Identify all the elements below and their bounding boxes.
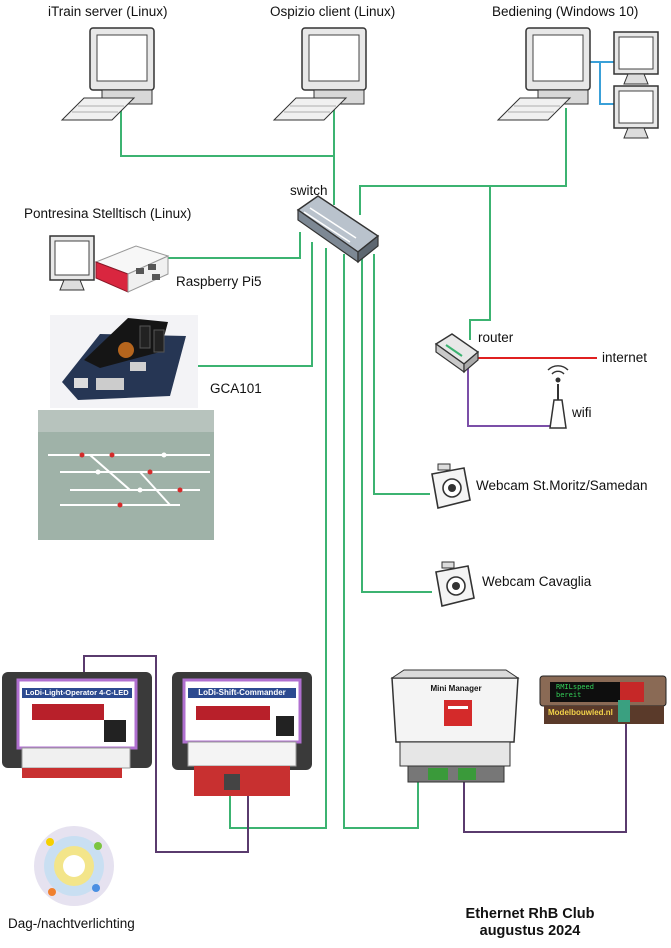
wifi-label: wifi: [572, 405, 592, 420]
router-label: router: [478, 330, 514, 345]
ospizio-computer-icon: [272, 27, 367, 121]
router-icon: [434, 333, 480, 374]
line-minimanager-switch: [343, 254, 419, 829]
line-wifi: [467, 368, 557, 427]
internet-label: internet: [602, 350, 648, 365]
bediening-label: Bediening (Windows 10): [492, 4, 639, 19]
wifi-antenna-icon: [547, 365, 569, 429]
led-strip-image: [34, 826, 114, 906]
line-router-switch: [469, 186, 491, 340]
webcam-st-moritz-icon: [431, 463, 471, 509]
raspberry-label: Raspberry Pi5: [176, 274, 262, 289]
bediening-computer-icon: [496, 27, 591, 121]
switch-label: switch: [290, 183, 328, 198]
lodi-shift-title: LoDi-Shift-Commander: [198, 688, 286, 697]
bus-lines: [83, 655, 627, 853]
mini-manager-device: [390, 669, 520, 783]
itrain-label: iTrain server (Linux): [48, 4, 168, 19]
lighting-label: Dag-/nachtverlichting: [8, 916, 135, 931]
gca101-board-image: [50, 315, 198, 408]
stelltisch-panel-image: [38, 410, 214, 540]
line-gca-switch: [198, 242, 313, 367]
pontresina-label: Pontresina Stelltisch (Linux): [24, 206, 192, 221]
line-pi-switch: [149, 232, 301, 259]
modelbouwled-display-device: [539, 675, 667, 724]
footer-line-1: Ethernet RhB Club: [465, 906, 595, 922]
line-bediening-router: [359, 108, 567, 215]
pontresina-monitor-icon: [49, 235, 95, 291]
lcd-display: RMILspeed bereit: [556, 683, 594, 699]
raspberry-pi-icon: [94, 245, 170, 293]
lcd-line-1: RMILspeed: [556, 683, 594, 691]
gca-label: GCA101: [210, 381, 262, 396]
line-webcam2-switch: [361, 254, 432, 593]
ethernet-lines: [120, 108, 567, 829]
line-light-shift-bus: [83, 655, 249, 853]
lodi-light-title: LoDi-Light-Operator 4-C-LED: [25, 688, 129, 697]
mini-manager-title: Mini Manager: [430, 684, 482, 693]
switch-icon: [296, 195, 380, 264]
extra-monitor-1-icon: [613, 31, 659, 85]
lcd-line-2: bereit: [556, 691, 582, 699]
line-shift-switch: [229, 248, 327, 829]
footer-line-2: augustus 2024: [479, 923, 581, 939]
line-mm-display-bus: [463, 720, 627, 833]
webcam-cavaglia-icon: [435, 561, 475, 607]
ospizio-label: Ospizio client (Linux): [270, 4, 396, 19]
itrain-computer-icon: [60, 27, 155, 121]
webcam1-label: Webcam St.Moritz/Samedan: [476, 478, 648, 493]
footer-title: Ethernet RhB Club augustus 2024: [440, 906, 620, 940]
line-webcam1-switch: [373, 254, 430, 495]
lodi-light-operator-device: [2, 672, 152, 778]
lodi-shift-commander-device: [172, 672, 312, 796]
modelbouwled-title: Modelbouwled.nl: [548, 708, 613, 717]
extra-monitor-2-icon: [613, 85, 659, 139]
display-lines: [590, 61, 614, 105]
webcam2-label: Webcam Cavaglia: [482, 574, 592, 589]
